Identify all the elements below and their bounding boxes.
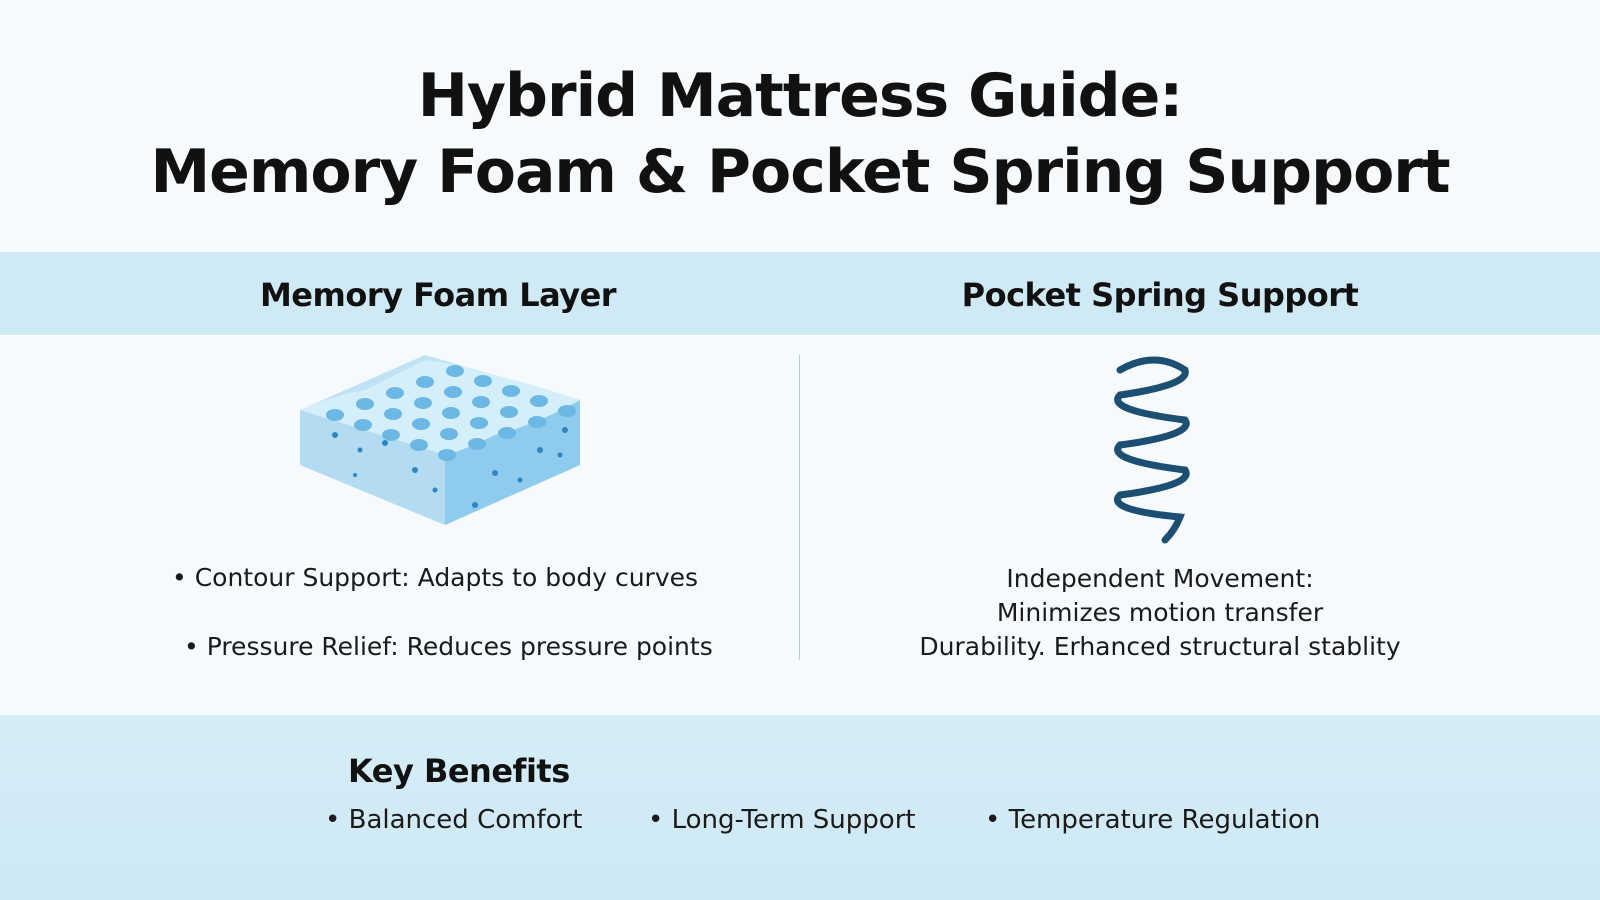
title-line-2: Memory Foam & Pocket Spring Support: [150, 137, 1450, 207]
foam-hole: [442, 407, 460, 419]
foam-hole: [530, 395, 548, 407]
foam-hole: [384, 408, 402, 420]
spring-description: Independent Movement: Minimizes motion t…: [880, 562, 1440, 664]
foam-hole: [468, 438, 486, 450]
foam-hole: [412, 418, 430, 430]
foam-hole: [440, 428, 458, 440]
foam-hole: [470, 417, 488, 429]
spring-line-1: Independent Movement:: [1006, 564, 1314, 593]
key-benefits-panel: [0, 715, 1600, 900]
foam-hole: [472, 396, 490, 408]
foam-hole: [500, 406, 518, 418]
spring-line-3: Durability. Erhanced structural stablity: [919, 632, 1401, 661]
foam-hole: [558, 405, 576, 417]
foam-hole: [354, 419, 372, 431]
benefit-balanced-comfort: • Balanced Comfort: [325, 805, 583, 835]
foam-hole: [416, 376, 434, 388]
memory-foam-heading: Memory Foam Layer: [259, 276, 617, 314]
section-header-band: [0, 252, 1600, 335]
foam-hole: [446, 365, 464, 377]
foam-hole: [326, 409, 344, 421]
foam-hole: [502, 385, 520, 397]
foam-hole: [444, 386, 462, 398]
foam-hole: [414, 397, 432, 409]
foam-hole: [382, 429, 400, 441]
foam-hole: [386, 387, 404, 399]
pocket-spring-heading: Pocket Spring Support: [961, 276, 1359, 314]
benefit-long-term-support: • Long-Term Support: [648, 805, 916, 835]
column-divider: [799, 355, 800, 660]
pocket-spring-icon: [1114, 356, 1190, 544]
benefit-temperature-regulation: • Temperature Regulation: [985, 805, 1321, 835]
page-title: Hybrid Mattress Guide: Memory Foam & Poc…: [0, 58, 1600, 210]
foam-hole: [474, 375, 492, 387]
foam-hole: [528, 416, 546, 428]
foam-hole: [438, 449, 456, 461]
foam-bullet-pressure: • Pressure Relief: Reduces pressure poin…: [184, 632, 713, 661]
foam-hole: [498, 427, 516, 439]
title-line-1: Hybrid Mattress Guide:: [417, 61, 1184, 131]
foam-bullet-contour: • Contour Support: Adapts to body curves: [172, 563, 699, 592]
foam-hole: [410, 439, 428, 451]
foam-hole: [356, 398, 374, 410]
key-benefits-heading: Key Benefits: [348, 752, 570, 790]
spring-line-2: Minimizes motion transfer: [996, 598, 1324, 627]
memory-foam-icon: [300, 355, 580, 525]
